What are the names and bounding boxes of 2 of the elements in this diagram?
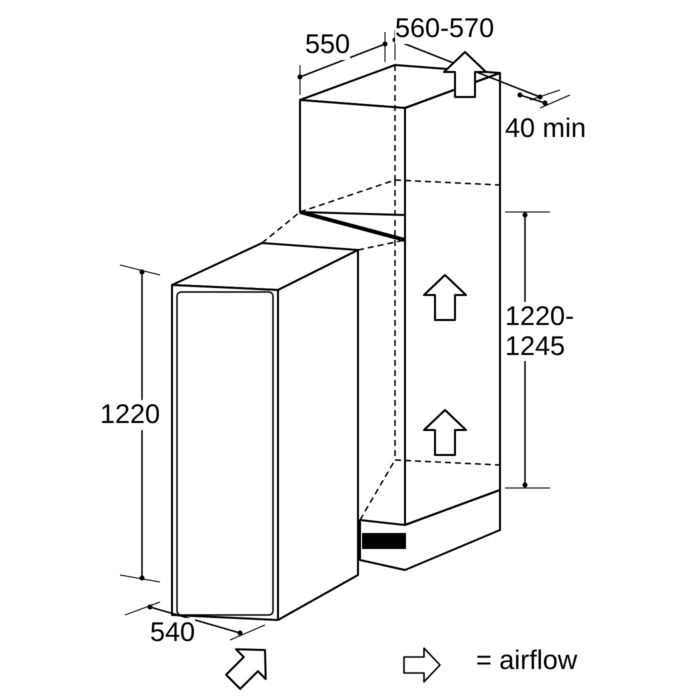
dimension-label: 1220- 1245: [505, 302, 575, 362]
dimension-label: 1220: [100, 400, 160, 430]
